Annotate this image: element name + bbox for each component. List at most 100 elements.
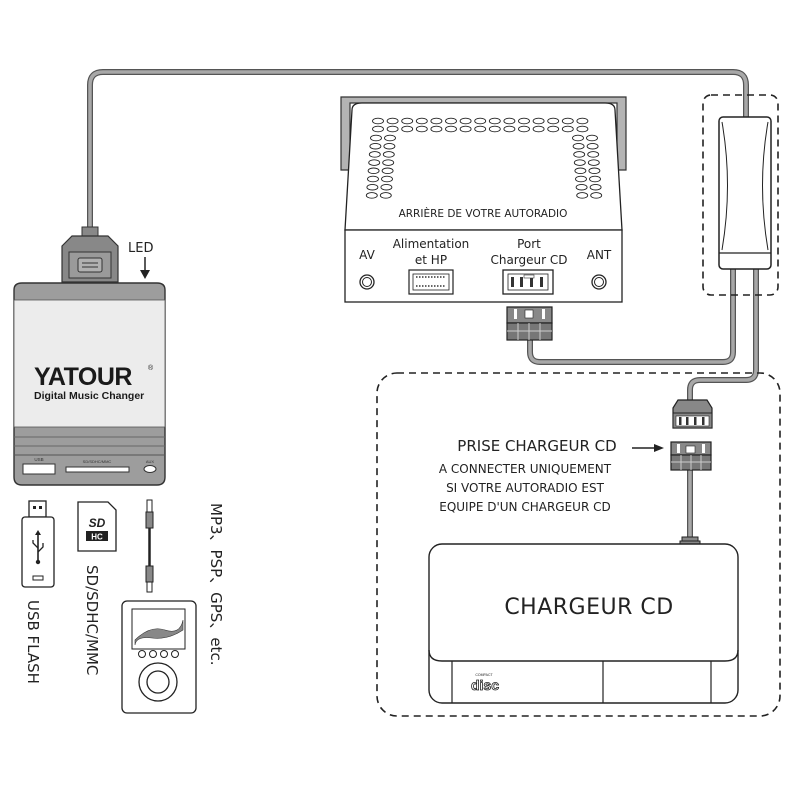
vent-hole [372,117,384,125]
antenna-jack [591,274,607,290]
port-label-line1: Port [517,237,541,251]
led-label: LED [128,241,153,256]
vent-hole [383,142,396,150]
vent-hole [561,117,574,125]
vent-hole [386,125,399,133]
vent-hole [459,125,472,133]
main-cable [87,69,749,230]
cd-note-line1: A CONNECTER UNIQUEMENT [439,462,612,476]
vent-hole [589,183,602,191]
vent-hole [572,134,584,142]
power-connector [408,269,454,295]
vent-hole [518,117,530,125]
vent-hole [575,183,588,191]
usb-flash-label: USB FLASH [24,600,42,684]
vent-hole [372,125,384,133]
vent-hole [430,125,443,133]
power-label-line2: et HP [415,253,447,267]
av-jack [359,274,375,290]
vent-hole [572,142,585,150]
power-label-line1: Alimentation [393,237,470,251]
usb-port [22,463,56,475]
cd-changer-unit: CHARGEUR CD COMPACT disc [428,536,739,704]
adapter-dashed-frame [702,94,779,296]
radio-title: ARRIÈRE DE VOTRE AUTORADIO [399,207,568,220]
vent-hole [430,117,443,125]
radio-port-cable [527,262,736,365]
vent-hole [503,117,516,125]
svg-text:HC: HC [91,533,103,542]
vent-hole [547,125,560,133]
vent-hole [401,117,414,125]
vent-hole [369,142,382,150]
vent-hole [379,192,392,199]
brand-name: YATOUR [34,363,132,391]
vent-hole [459,117,472,125]
svg-text:COMPACT: COMPACT [475,673,493,677]
adapter-plug-male [672,399,713,429]
cd-note-line2: SI VOTRE AUTORADIO EST [446,481,605,495]
vent-hole [532,125,545,133]
yatour-device: USB SD/SDHC/MMC AUX YATOUR ® Digital Mus… [13,226,166,486]
vent-hole [381,175,393,183]
usb-flash-icon [21,500,55,588]
vent-hole [365,192,378,199]
vent-hole [415,117,428,125]
vent-hole [415,125,428,133]
port-label-line2: Chargeur CD [490,253,567,267]
db-connector [61,226,119,283]
vent-hole [401,125,414,133]
vent-hole [561,125,574,133]
vent-hole [589,175,601,183]
device-subtitle: Digital Music Changer [34,390,144,402]
front-sd-label: SD/SDHC/MMC [83,459,112,464]
vent-hole [384,134,396,142]
vent-hole [386,117,399,125]
av-label: AV [359,248,375,262]
note-arrow-icon [632,444,664,452]
vent-hole [445,117,457,125]
vent-hole [588,167,601,175]
vent-hole [367,175,379,183]
vent-hole [382,159,395,166]
radio-vent-holes [365,117,603,199]
vent-hole [574,167,587,175]
vent-hole [573,151,586,158]
vent-hole [587,159,600,166]
sd-card-label: SD/SDHC/MMC [83,565,101,675]
vent-hole [368,159,381,166]
vent-hole [366,183,379,191]
vent-hole [590,192,603,199]
players-label: MP3、PSP、GPS、etc. [207,503,225,665]
front-aux-label: AUX [146,459,155,464]
audio-jack-cable-icon [145,499,154,593]
vent-hole [474,125,487,133]
radio-plug [506,306,553,341]
cd-note-title: PRISE CHARGEUR CD [457,437,616,455]
svg-text:disc: disc [471,677,499,693]
registered-mark: ® [148,364,154,372]
vent-hole [576,117,589,125]
vent-hole [368,151,381,158]
vent-hole [586,134,598,142]
car-radio: ARRIÈRE DE VOTRE AUTORADIO AV Alimentati… [340,96,627,303]
vent-hole [576,125,589,133]
cd-note-line3: EQUIPE D'UN CHARGEUR CD [439,500,610,514]
vent-hole [573,159,586,166]
cd-changer-dashed-frame [376,372,781,717]
vent-hole [367,167,380,175]
sd-slot [65,466,130,473]
vent-hole [380,183,393,191]
vent-hole [586,142,599,150]
cd-changer-port [502,269,554,295]
cd-changer-plug-female [670,441,712,471]
vent-hole [370,134,382,142]
mp3-player-icon [121,600,197,714]
vent-hole [488,117,501,125]
vent-hole [488,125,501,133]
cd-changer-cable [687,262,759,400]
adapter-module [718,116,772,270]
vent-hole [381,167,394,175]
sd-card-icon: SD HC [77,501,117,552]
